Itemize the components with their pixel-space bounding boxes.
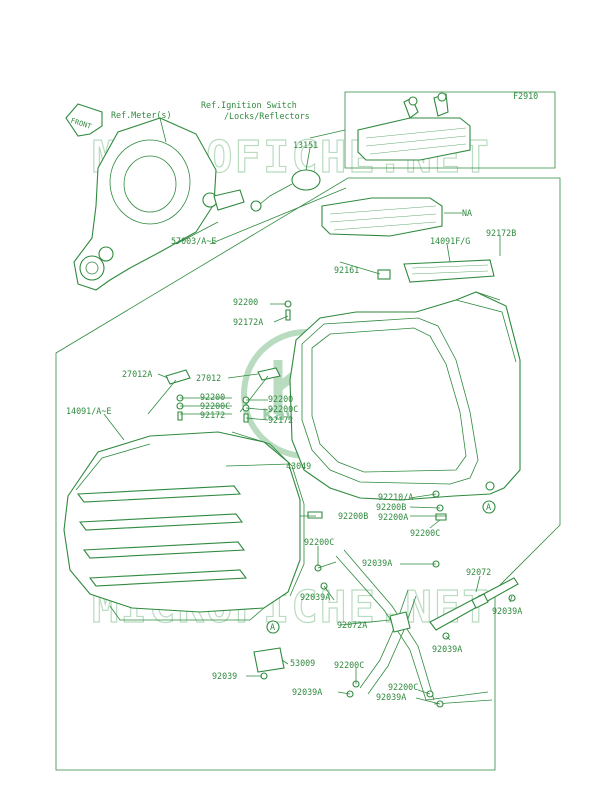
callout-92039A-5: 92039A bbox=[292, 687, 322, 697]
svg-text:A: A bbox=[270, 622, 275, 632]
callout-92039A-2: 92039A bbox=[300, 592, 330, 602]
callout-92200-right: 92200 bbox=[268, 394, 293, 404]
callout-ref-meter: Ref.Meter(s) bbox=[111, 110, 172, 120]
screw-set-left bbox=[176, 394, 184, 421]
callout-27012A: 27012A bbox=[122, 369, 152, 379]
callout-92200-left: 92200 bbox=[200, 392, 225, 402]
strap-92072A bbox=[335, 549, 493, 705]
callout-53009: 53009 bbox=[290, 658, 315, 668]
callout-57003: 57003/A~E bbox=[171, 236, 216, 246]
callout-92200C-mid: 92200C bbox=[410, 528, 440, 538]
part-14091FG-strip bbox=[403, 259, 495, 283]
ref-marker-a-right: A bbox=[482, 500, 496, 514]
callout-92172B: 92172B bbox=[486, 228, 516, 238]
callout-92200C-bottom-2: 92200C bbox=[388, 682, 418, 692]
callout-92200B-b: 92200B bbox=[338, 511, 368, 521]
callout-14091AE: 14091/A~E bbox=[66, 406, 111, 416]
ignition-inset-box bbox=[344, 91, 556, 169]
callout-92172-left: 92172 bbox=[200, 410, 225, 420]
leader-lines bbox=[103, 117, 513, 705]
callout-27012: 27012 bbox=[196, 373, 221, 383]
part-53009-bracket bbox=[253, 647, 285, 680]
ref-marker-a-left: A bbox=[266, 620, 280, 634]
callout-43049: 43049 bbox=[286, 461, 311, 471]
callout-92072: 92072 bbox=[466, 567, 491, 577]
saddlebag-lid bbox=[63, 431, 305, 621]
callout-92039A-3: 92039A bbox=[492, 606, 522, 616]
callout-ref-ignition-line1: Ref.Ignition Switch bbox=[201, 100, 297, 110]
svg-text:A: A bbox=[486, 502, 491, 512]
part-13151-switch bbox=[250, 169, 321, 212]
callout-92039A-4: 92039A bbox=[432, 644, 462, 654]
callout-92039A-6: 92039A bbox=[376, 692, 406, 702]
callout-14091FG: 14091F/G bbox=[430, 236, 470, 246]
part-27012A-hinge bbox=[165, 369, 191, 385]
callout-92200C-bottom: 92200C bbox=[334, 660, 364, 670]
callout-92161: 92161 bbox=[334, 265, 359, 275]
assembly-boundary bbox=[55, 177, 561, 771]
callout-13151: 13151 bbox=[293, 140, 318, 150]
callout-ref-ignition-line2: /Locks/Reflectors bbox=[224, 111, 310, 121]
meter-housing bbox=[73, 117, 245, 291]
callout-92200C-right: 92200C bbox=[268, 404, 298, 414]
callout-NA: NA bbox=[462, 208, 472, 218]
strap-92072 bbox=[429, 577, 519, 631]
part-NA-unit bbox=[321, 197, 443, 237]
callout-92210A: 92210/A bbox=[378, 492, 413, 502]
callout-92172-right: 92172 bbox=[268, 415, 293, 425]
callout-92200B-a: 92200B bbox=[376, 502, 406, 512]
callout-92172A-top: 92172A bbox=[233, 317, 263, 327]
part-27012-hinge bbox=[257, 367, 281, 381]
callout-92072A: 92072A bbox=[337, 620, 367, 630]
part-92161 bbox=[377, 269, 391, 280]
callout-92039: 92039 bbox=[212, 671, 237, 681]
callout-92200A: 92200A bbox=[378, 512, 408, 522]
callout-92200C-left: 92200C bbox=[200, 401, 230, 411]
saddlebag-shell bbox=[289, 291, 521, 501]
callout-92200C-left-lower: 92200C bbox=[304, 537, 334, 547]
callout-92039A-1: 92039A bbox=[362, 558, 392, 568]
figure-code: F2910 bbox=[513, 91, 538, 101]
ignition-switch-assembly bbox=[357, 92, 471, 161]
front-arrow-icon: FRONT bbox=[65, 103, 103, 137]
callout-92200-top: 92200 bbox=[233, 297, 258, 307]
